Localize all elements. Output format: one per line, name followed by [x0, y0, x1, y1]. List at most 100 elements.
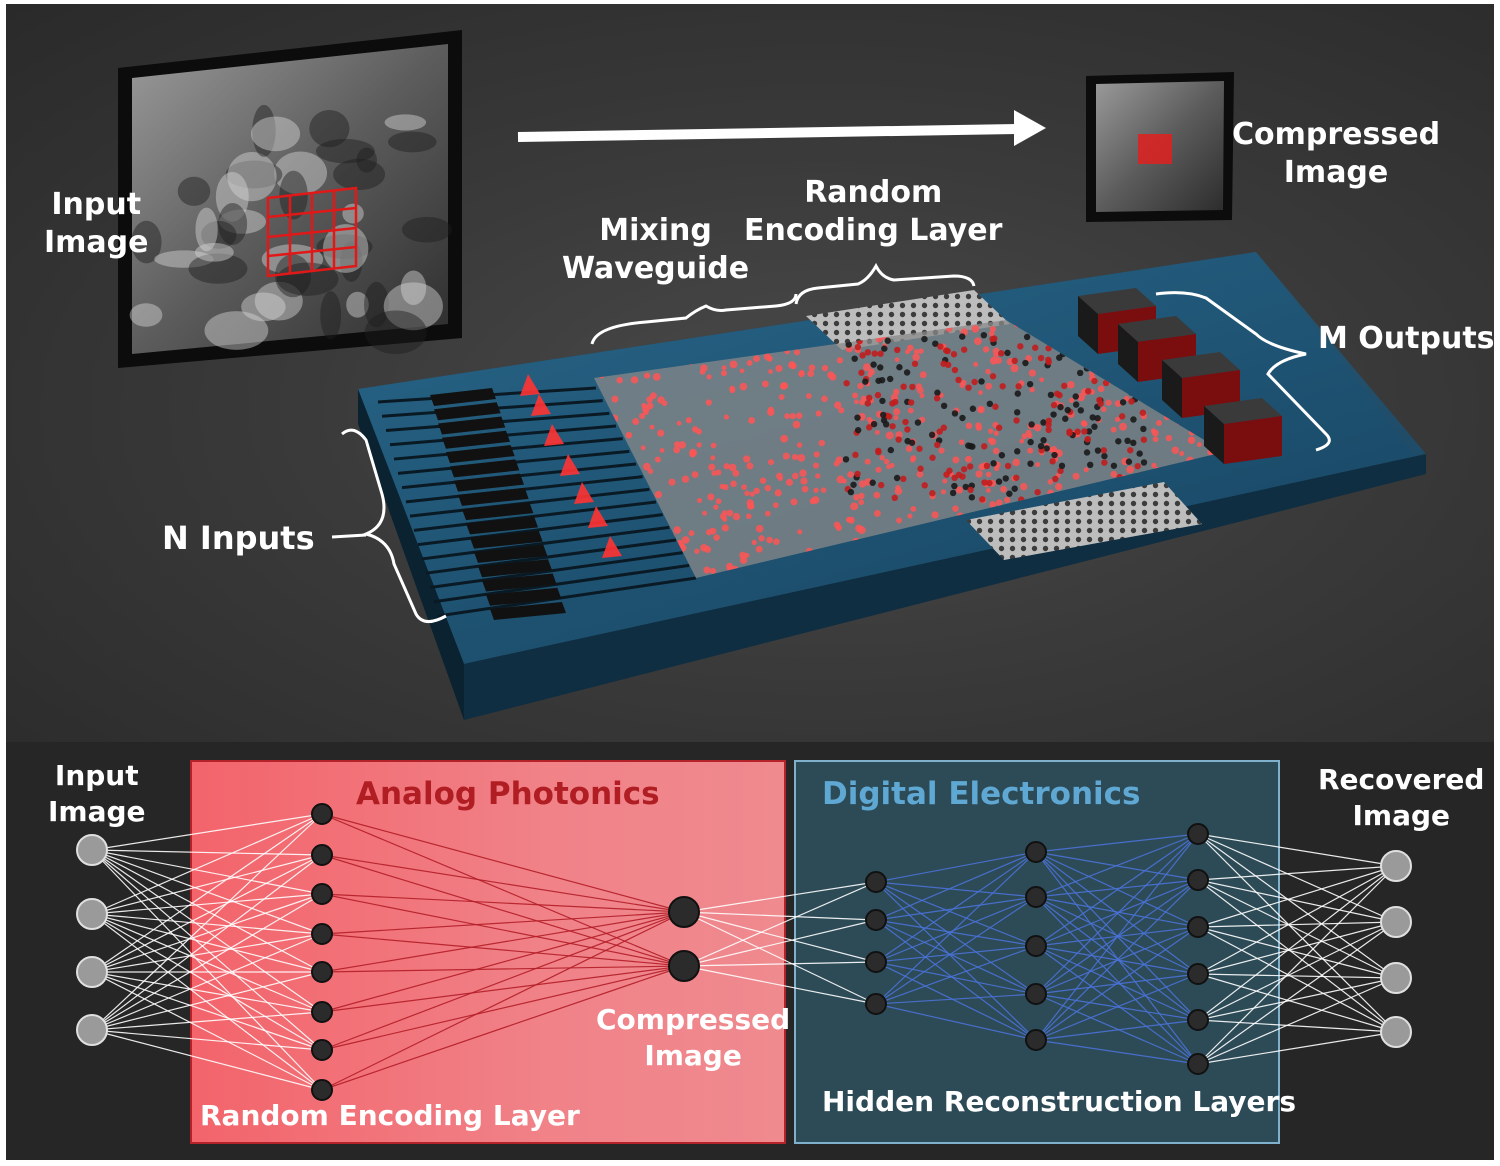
encoding-hole — [1006, 491, 1012, 497]
encoding-hole — [981, 443, 987, 449]
encoding-hole — [934, 442, 940, 448]
light-scatter-dot — [647, 402, 654, 409]
light-scatter-dot — [990, 326, 996, 332]
network-node — [77, 1015, 107, 1045]
light-scatter-dot — [791, 498, 798, 505]
encoding-hole — [1015, 383, 1021, 389]
light-scatter-dot — [768, 459, 774, 465]
light-scatter-dot — [1208, 539, 1213, 544]
network-node — [866, 872, 886, 892]
encoding-hole — [959, 333, 965, 339]
network-edge — [92, 850, 322, 1050]
light-scatter-dot — [733, 513, 740, 520]
light-scatter-dot — [986, 472, 992, 478]
light-scatter-dot — [783, 453, 790, 460]
encoding-hole — [1130, 440, 1136, 446]
light-scatter-dot — [975, 470, 982, 477]
mixing-waveguide-label: MixingWaveguide — [562, 212, 749, 289]
encoding-hole — [996, 478, 1002, 484]
light-scatter-dot — [1029, 369, 1036, 376]
light-scatter-dot — [697, 498, 702, 503]
network-edge — [1198, 866, 1396, 1064]
encoding-hole — [1027, 381, 1033, 387]
network-node — [866, 910, 886, 930]
light-scatter-dot — [907, 514, 912, 519]
light-scatter-dot — [988, 438, 993, 443]
light-scatter-dot — [1027, 448, 1033, 454]
light-scatter-dot — [1223, 576, 1228, 581]
light-scatter-dot — [1011, 364, 1019, 372]
light-scatter-dot — [807, 370, 814, 377]
light-scatter-dot — [942, 479, 947, 484]
light-scatter-dot — [629, 337, 635, 343]
encoding-hole — [875, 392, 881, 398]
encoding-hole — [1084, 436, 1090, 442]
network-edge — [92, 972, 322, 1012]
encoding-hole — [1056, 354, 1062, 360]
network-node — [77, 899, 107, 929]
encoding-hole — [1004, 350, 1010, 356]
network-node — [1026, 887, 1046, 907]
network-node — [1026, 1030, 1046, 1050]
light-scatter-dot — [711, 443, 717, 449]
light-scatter-dot — [858, 499, 864, 505]
network-edge — [684, 912, 876, 920]
photo-texture — [227, 152, 276, 201]
light-scatter-dot — [1084, 467, 1089, 472]
light-scatter-dot — [876, 467, 882, 473]
light-scatter-dot — [641, 403, 646, 408]
light-scatter-dot — [722, 484, 728, 490]
light-scatter-dot — [746, 513, 752, 519]
photo-texture — [320, 291, 341, 339]
network-node — [77, 835, 107, 865]
light-scatter-dot — [694, 549, 699, 554]
encoding-hole — [1119, 413, 1125, 419]
network-edge — [1036, 880, 1198, 897]
light-scatter-dot — [834, 461, 840, 467]
encoding-hole — [871, 350, 877, 356]
light-scatter-dot — [706, 399, 712, 405]
network-edge — [92, 914, 322, 1090]
network-edge — [684, 962, 876, 966]
light-scatter-dot — [886, 432, 894, 440]
encoding-hole — [1140, 426, 1146, 432]
encoding-hole — [862, 378, 868, 384]
light-scatter-dot — [973, 362, 978, 367]
light-scatter-dot — [692, 426, 698, 432]
light-scatter-dot — [662, 400, 668, 406]
network-edge — [1198, 922, 1396, 927]
light-scatter-dot — [790, 363, 796, 369]
light-scatter-dot — [1020, 483, 1027, 490]
chip-illustration — [6, 4, 1494, 742]
light-scatter-dot — [1156, 420, 1162, 426]
network-node — [1188, 870, 1208, 890]
network-edge — [1198, 1020, 1396, 1032]
light-scatter-dot — [919, 393, 924, 398]
encoding-hole — [850, 482, 856, 488]
light-scatter-dot — [753, 355, 760, 362]
photo-texture — [195, 243, 234, 262]
encoding-hole — [943, 471, 949, 477]
encoding-hole — [965, 384, 971, 390]
encoding-hole — [877, 351, 883, 357]
encoding-hole — [884, 338, 890, 344]
encoding-hole — [1124, 438, 1130, 444]
light-scatter-dot — [1113, 559, 1118, 564]
light-scatter-dot — [911, 455, 917, 461]
light-scatter-dot — [724, 463, 730, 469]
encoding-hole — [904, 426, 910, 432]
light-scatter-dot — [748, 417, 755, 424]
network-edge — [876, 946, 1036, 962]
light-scatter-dot — [612, 339, 617, 344]
light-scatter-dot — [1169, 569, 1175, 575]
network-edge — [322, 912, 684, 972]
network-node — [1026, 842, 1046, 862]
process-arrow — [518, 110, 1046, 146]
light-scatter-dot — [972, 325, 980, 333]
light-scatter-dot — [655, 491, 662, 498]
light-scatter-dot — [799, 469, 807, 477]
light-scatter-dot — [653, 373, 661, 381]
encoding-hole — [1111, 463, 1117, 469]
light-scatter-dot — [730, 481, 737, 488]
light-scatter-dot — [1195, 570, 1201, 576]
